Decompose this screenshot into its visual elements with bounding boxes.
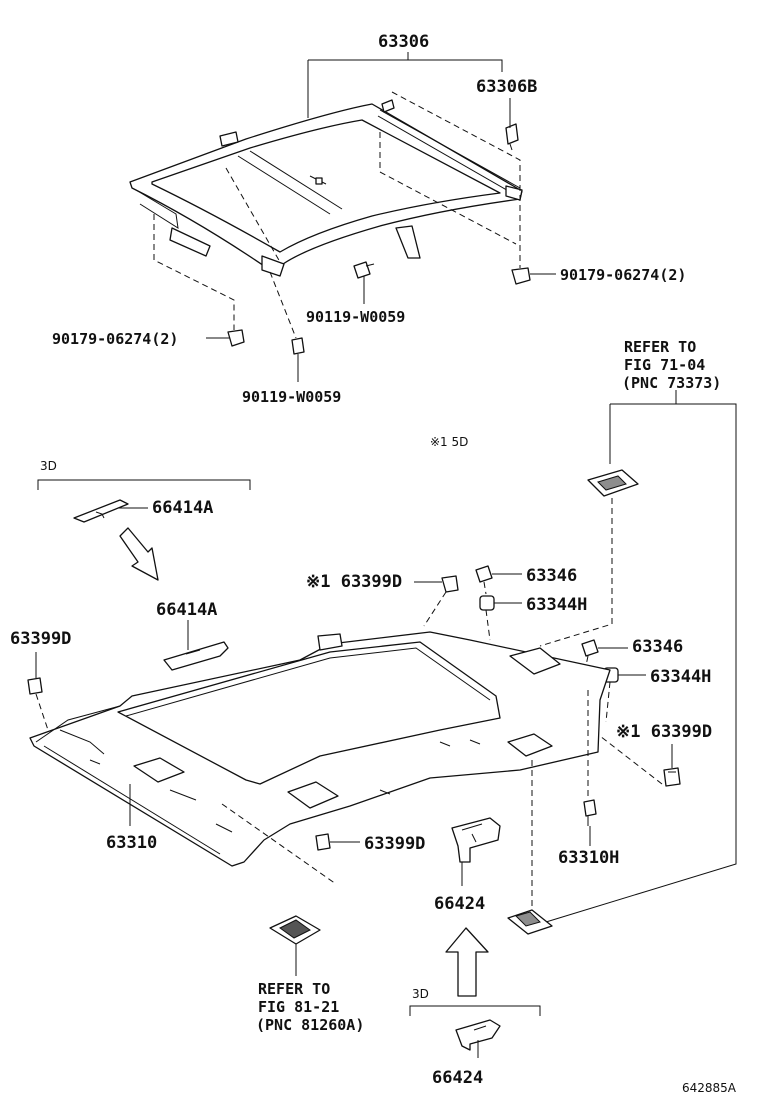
clip-63399d-bottom (315, 833, 331, 851)
trim-66414a-3d (73, 499, 129, 523)
trim-66414a (163, 641, 229, 671)
label-63399d-a: ※1 63399D (306, 572, 402, 592)
nut-90179-left (227, 329, 245, 347)
holder-cover-63344h-1 (479, 595, 495, 611)
clip-63399d-right (663, 767, 681, 787)
label-90179-right: 90179-06274(2) (560, 266, 686, 284)
label-66424-3d: 66424 (432, 1068, 483, 1088)
clip-63399d-left (27, 677, 43, 695)
svg-text:FIG 81-21: FIG 81-21 (258, 998, 339, 1016)
refer-fig-81-21: REFER TO FIG 81-21 (PNC 81260A) (256, 980, 364, 1034)
label-63306b: 63306B (476, 77, 537, 97)
dome-light-71-04 (587, 469, 639, 497)
group-3d-top-label: 3D (40, 459, 57, 473)
label-63344h-2: 63344H (650, 667, 711, 687)
label-90119-center: 90119-W0059 (306, 308, 405, 326)
group-3d-bottom-label: 3D (412, 987, 429, 1001)
dome-light-bottom (507, 909, 553, 935)
variant-note: ※1 5D (430, 435, 468, 449)
refer-fig-71-04: REFER TO FIG 71-04 (PNC 73373) (622, 338, 721, 392)
label-63310: 63310 (106, 833, 157, 853)
label-63310h: 63310H (558, 848, 619, 868)
label-63399d-bottom: 63399D (364, 834, 425, 854)
label-66414a: 66414A (156, 600, 217, 620)
bolt-90119-lower (291, 337, 305, 355)
frame-clip-63306b (505, 123, 519, 151)
label-63399d-right: ※1 63399D (616, 722, 712, 742)
svg-text:REFER TO: REFER TO (624, 338, 696, 356)
bolt-90119-center (353, 261, 375, 279)
label-66424: 66424 (434, 894, 485, 914)
sunroof-frame (129, 99, 523, 277)
figure-code: 642885A (682, 1081, 737, 1095)
holder-63346-1 (475, 565, 493, 583)
label-63346-2: 63346 (632, 637, 683, 657)
label-63344h-1: 63344H (526, 595, 587, 615)
clip-63399d-a (441, 575, 459, 593)
frame-guide-lines (153, 91, 521, 339)
bracket-66424 (451, 817, 501, 863)
label-90179-left: 90179-06274(2) (52, 330, 178, 348)
map-lamp-81-21 (269, 915, 321, 945)
svg-text:(PNC 81260A): (PNC 81260A) (256, 1016, 364, 1034)
arrow-down-icon (119, 527, 159, 581)
svg-text:REFER TO: REFER TO (258, 980, 330, 998)
screw-63310h (583, 799, 597, 826)
label-63346-1: 63346 (526, 566, 577, 586)
label-63306: 63306 (378, 32, 429, 52)
svg-text:FIG 71-04: FIG 71-04 (624, 356, 705, 374)
label-66414a-3d: 66414A (152, 498, 213, 518)
label-90119-lower: 90119-W0059 (242, 388, 341, 406)
svg-text:(PNC 73373): (PNC 73373) (622, 374, 721, 392)
headliner-63310 (29, 631, 611, 867)
holder-63346-2 (581, 639, 599, 657)
bracket-66424-3d (455, 1019, 501, 1051)
nut-90179-right (511, 267, 531, 285)
arrow-up-icon (445, 927, 489, 997)
label-63399d-left: 63399D (10, 629, 71, 649)
